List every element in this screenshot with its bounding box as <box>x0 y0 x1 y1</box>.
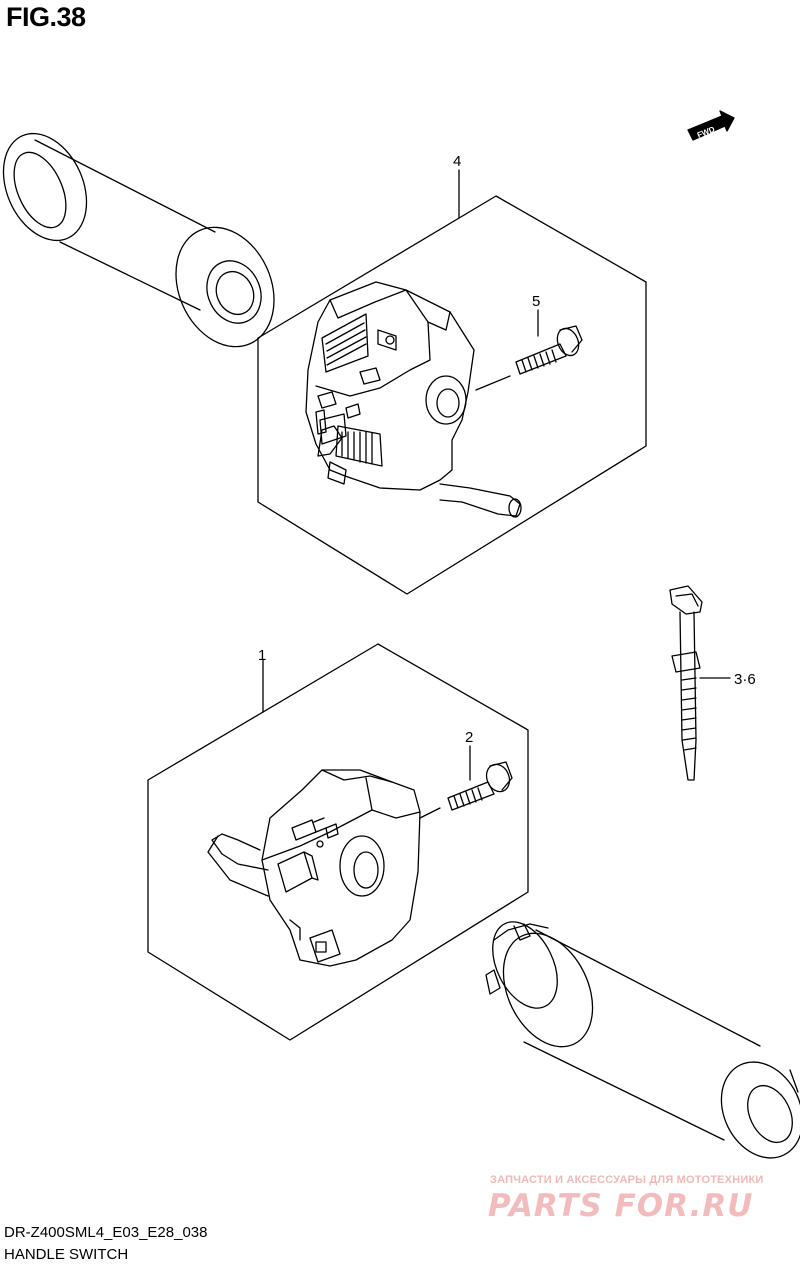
right-handlebar-switch <box>207 769 441 967</box>
assembly-box-4 <box>257 195 647 595</box>
callout-part-1: 1 <box>258 647 266 664</box>
callout-part-2: 2 <box>465 729 473 746</box>
callout-part-3-6: 3·6 <box>734 671 756 688</box>
left-grip <box>2 132 275 348</box>
assembly-box-1 <box>147 643 529 1041</box>
section-name: HANDLE SWITCH <box>4 1246 129 1263</box>
callout-part-5: 5 <box>532 293 540 310</box>
watermark-caption: ЗАПЧАСТИ И АКСЕССУАРЫ ДЛЯ МОТОТЕХНИКИ <box>490 1174 764 1186</box>
callout-part-4: 4 <box>453 153 461 170</box>
watermark-brand: PARTS FOR.RU <box>488 1188 754 1224</box>
screw-2 <box>447 745 513 811</box>
screw-5 <box>515 309 583 375</box>
left-handlebar-switch <box>305 281 522 518</box>
model-code: DR-Z400SML4_E03_E28_038 <box>4 1224 208 1241</box>
figure-title: FIG.38 <box>6 2 86 32</box>
cable-tie-3-6 <box>669 585 731 781</box>
throttle-grip <box>485 921 800 1159</box>
fwd-arrow-icon: FWD <box>687 110 735 141</box>
